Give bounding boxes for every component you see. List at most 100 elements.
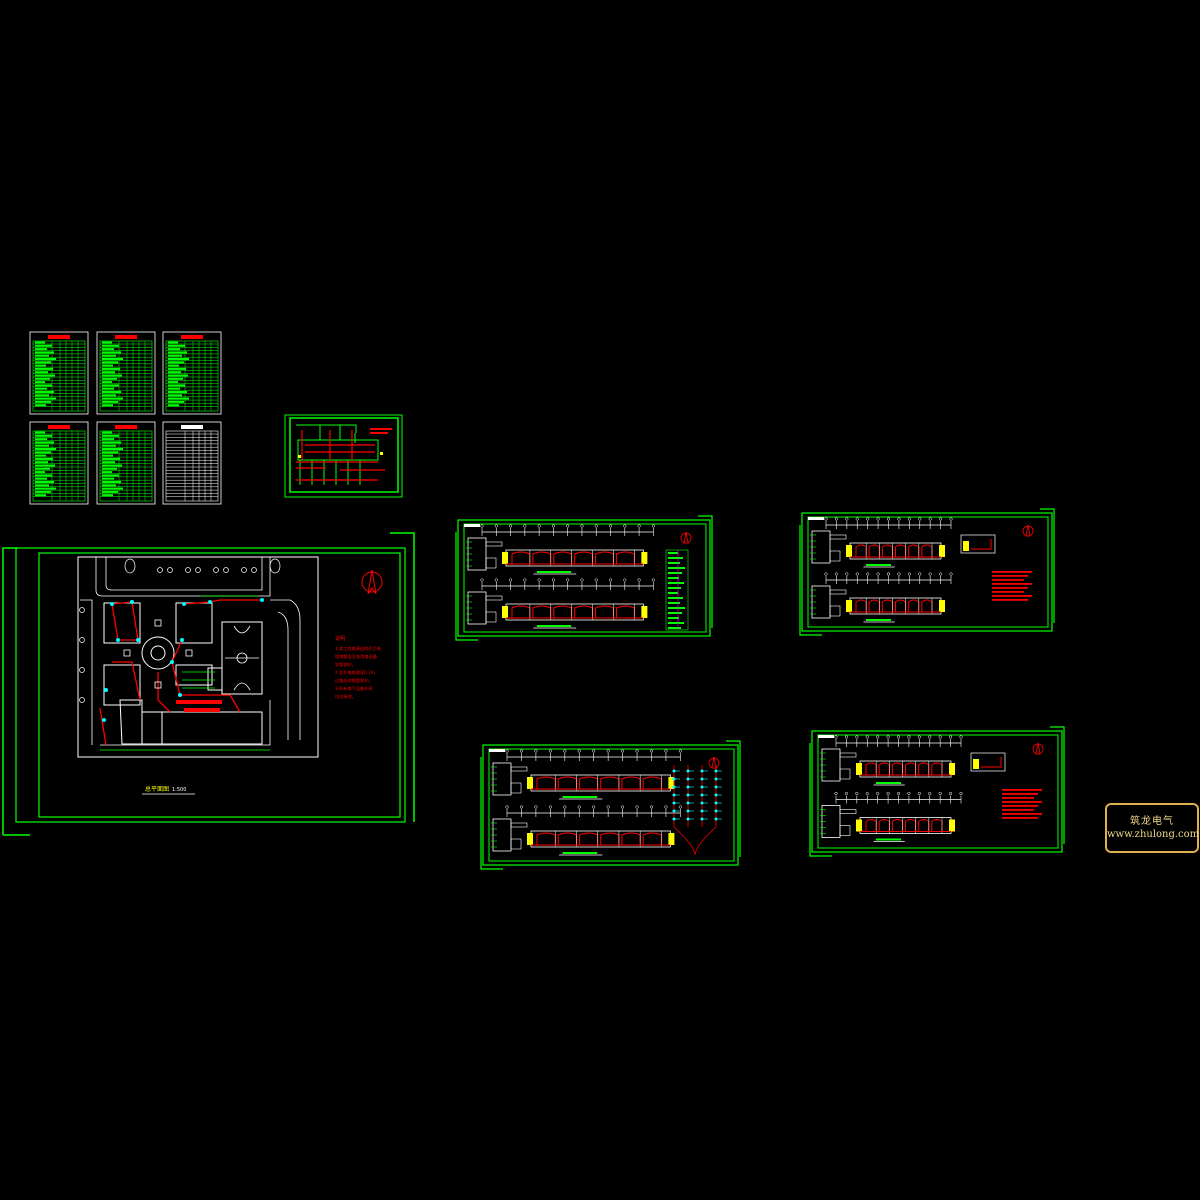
sheet-title-block — [181, 335, 203, 339]
table-cell-text — [168, 387, 180, 390]
site-plan-note-line: 1.本工程电源由附近引来, — [335, 645, 382, 652]
wiring-arc — [921, 599, 933, 612]
axis-bubble — [594, 524, 598, 528]
table-cell-text — [102, 448, 123, 450]
legend-row — [668, 572, 682, 574]
sheet-border — [96, 331, 156, 415]
red-note-line — [992, 579, 1024, 581]
table-cell-text — [102, 477, 114, 480]
axis-bubble — [834, 572, 838, 576]
axis-bubble — [938, 735, 942, 739]
yellow-fill — [856, 763, 862, 775]
yellow-fill — [502, 606, 508, 618]
wiring-arc — [553, 551, 573, 564]
table-cell-text — [102, 364, 113, 367]
drawing-title-text — [866, 619, 891, 621]
table-cell-text — [168, 404, 179, 407]
table-sheet — [29, 421, 89, 505]
axis-bubble — [949, 791, 953, 796]
wiring-arc — [881, 544, 893, 557]
table-cell-text — [168, 381, 178, 384]
room-box — [829, 534, 847, 540]
axis-bubble — [635, 749, 639, 753]
table-cell-text — [35, 364, 46, 367]
axis-bubble — [939, 517, 943, 521]
red-note-line — [992, 575, 1028, 577]
sheet-border — [29, 421, 89, 505]
wiring-arc — [878, 819, 890, 832]
sheet-outer-border — [811, 730, 1063, 853]
table-cell-text — [35, 377, 50, 380]
table-sheet — [29, 331, 89, 415]
axis-bubble — [637, 524, 641, 528]
table-cell-text — [102, 490, 118, 493]
sheet-outer-border — [457, 519, 711, 637]
sheet-title-block — [181, 425, 203, 429]
yellow-fill — [846, 545, 852, 557]
axis-bubble — [949, 517, 953, 521]
legend-row — [668, 557, 683, 559]
floor-plan-sheets — [455, 508, 1065, 870]
wiring-arc — [621, 832, 641, 845]
yellow-fill — [846, 600, 852, 612]
wiring-arc — [574, 605, 594, 618]
red-note-line — [1002, 813, 1042, 815]
sheet-label — [808, 517, 824, 520]
room-box — [839, 825, 851, 836]
table-cell-text — [35, 348, 47, 351]
wiring-arc — [905, 819, 917, 832]
axis-bubble — [519, 749, 524, 753]
wiring-arc — [595, 551, 614, 564]
table-cell-text — [102, 494, 113, 497]
table-cell-text — [102, 404, 113, 407]
table-cell-text — [102, 484, 116, 487]
axis-bubble — [918, 517, 922, 521]
site-plan-note-line: 穿管保护。 — [335, 661, 356, 668]
riser-trunk — [673, 826, 717, 856]
table-cell-text — [102, 441, 121, 444]
axis-bubble — [608, 578, 613, 582]
axis-bubble — [876, 517, 880, 521]
room-box — [485, 557, 497, 569]
table-cell-text — [102, 374, 122, 377]
axis-bubble — [566, 578, 570, 582]
wiring-arc — [868, 544, 880, 557]
axis-bubble — [949, 572, 953, 576]
wiring-arc — [908, 599, 920, 612]
table-cell-text — [35, 487, 56, 490]
table-cell-text — [35, 461, 48, 464]
axis-bubble — [886, 572, 891, 576]
room-box — [839, 809, 857, 814]
legend-row — [668, 567, 685, 569]
axis-bubble — [534, 805, 538, 809]
wiring-arc — [553, 605, 573, 618]
room-box — [485, 541, 503, 547]
table-cell-text — [102, 377, 117, 380]
axis-bubble — [664, 805, 668, 809]
sheet-title-block — [48, 335, 70, 339]
table-cell-text — [102, 464, 122, 467]
north-arrow — [1022, 525, 1034, 537]
wiring-arc — [855, 599, 867, 612]
axis-bubble — [651, 578, 655, 582]
axis-bubble — [939, 572, 943, 576]
table-cell-text — [35, 448, 56, 450]
axis-bubble — [928, 735, 932, 739]
axis-bubble — [548, 749, 552, 753]
table-cell-text — [168, 391, 187, 393]
sheet-inner-border — [817, 734, 1059, 849]
legend-row — [668, 562, 680, 564]
wiring-arc — [908, 544, 920, 557]
axis-bubble — [580, 578, 584, 582]
sheet-corner-marks — [455, 515, 713, 641]
axis-bubble — [651, 524, 655, 528]
wiring-arc — [511, 551, 531, 564]
axis-bubble — [623, 524, 627, 528]
drawing-title-text — [876, 782, 901, 784]
room-box — [510, 822, 528, 828]
axis-bubble — [480, 578, 484, 582]
wiring-arc — [536, 776, 556, 789]
axis-bubble — [855, 572, 859, 576]
axis-bubble — [907, 517, 911, 521]
sheet-border — [96, 421, 156, 505]
